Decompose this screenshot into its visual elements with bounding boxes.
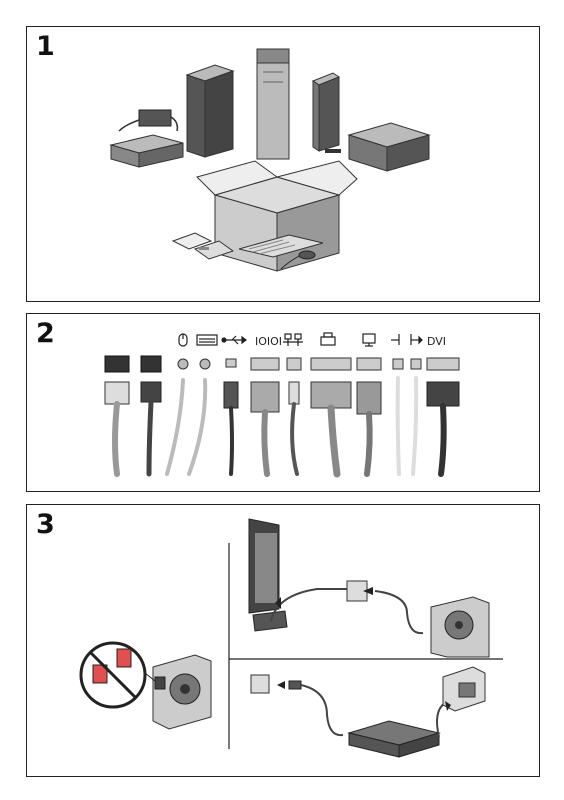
keyboard-icon xyxy=(197,335,217,345)
adapter-power-diagram xyxy=(251,667,485,757)
line-in-icon xyxy=(391,334,399,345)
cables xyxy=(105,378,459,474)
power-connection-illustration xyxy=(27,505,539,776)
network-icon xyxy=(283,334,303,346)
desktop-pc xyxy=(349,123,429,171)
slim-tower-pc xyxy=(313,73,341,153)
printer-icon xyxy=(321,333,335,345)
svg-text:IOIOI: IOIOI xyxy=(255,335,282,348)
serial-icon: IOIOI xyxy=(255,335,282,348)
connectors-illustration: IOIOI DVI xyxy=(27,314,539,491)
minitower-pc xyxy=(187,65,233,157)
usb-icon xyxy=(222,336,246,344)
pc-rear-fan xyxy=(145,655,211,729)
panel-unpacking: 1 xyxy=(26,26,540,302)
voltage-switch-warning xyxy=(81,643,145,707)
monitor-power-diagram xyxy=(249,519,489,657)
monitor-icon xyxy=(363,334,375,346)
mouse-icon xyxy=(179,334,187,346)
dvi-label: DVI xyxy=(427,335,446,348)
rear-ports xyxy=(105,356,459,372)
line-out-icon xyxy=(411,334,422,345)
tower-pc xyxy=(257,49,289,159)
panel-power-connection: 3 xyxy=(26,504,540,777)
panel-cable-connections: 2 IOIOI DVI xyxy=(26,313,540,492)
power-adapter xyxy=(119,110,177,131)
small-form-factor-pc xyxy=(111,135,183,167)
unpacking-illustration xyxy=(27,27,539,301)
